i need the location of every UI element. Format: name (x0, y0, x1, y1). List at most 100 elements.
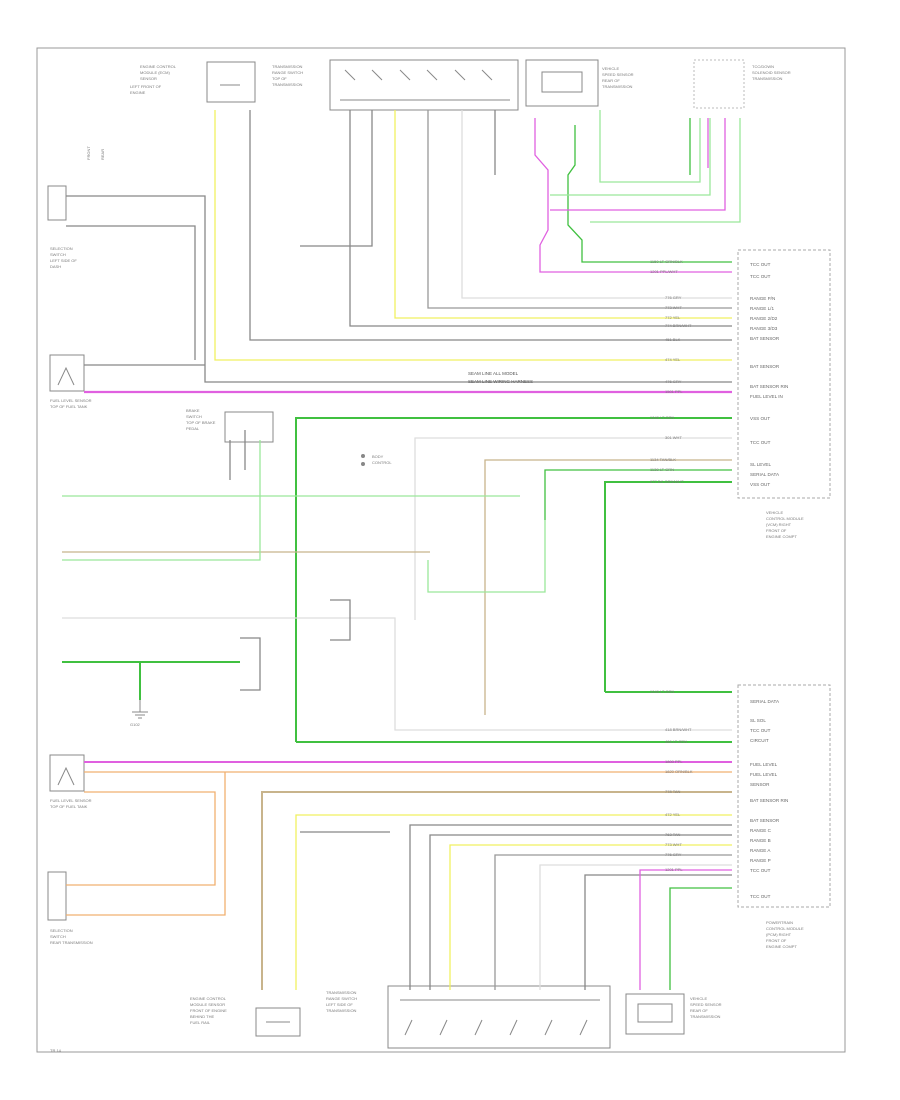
svg-text:CONTROL MODULE: CONTROL MODULE (766, 516, 804, 521)
fuel-level-sensor-bottom: FUEL LEVEL SENSOR TOP OF FUEL TANK (49, 754, 92, 809)
svg-text:PEDAL: PEDAL (186, 426, 200, 431)
svg-text:BAT SENSOR: BAT SENSOR (750, 336, 780, 341)
svg-text:BODY: BODY (372, 454, 384, 459)
svg-text:BRAKE: BRAKE (186, 408, 200, 413)
svg-text:RANGE SWITCH: RANGE SWITCH (326, 996, 357, 1001)
svg-text:SERIAL DATA: SERIAL DATA (750, 699, 780, 704)
svg-text:ENGINE CONTROL: ENGINE CONTROL (190, 996, 227, 1001)
svg-text:1820 ORN/BLK: 1820 ORN/BLK (665, 769, 693, 774)
svg-text:476 GRY: 476 GRY (665, 379, 682, 384)
svg-text:774 BRN/WHT: 774 BRN/WHT (665, 323, 692, 328)
svg-text:VEHICLE: VEHICLE (766, 510, 783, 515)
svg-text:MODULE (ECM): MODULE (ECM) (140, 70, 170, 75)
svg-text:RANGE 2/D2: RANGE 2/D2 (750, 316, 778, 321)
svg-text:1049 LT GRN: 1049 LT GRN (650, 689, 674, 694)
bottom-connector-ecm: ENGINE CONTROL MODULE SENSOR FRONT OF EN… (190, 996, 301, 1037)
svg-text:TRANSMISSION: TRANSMISSION (752, 76, 783, 81)
svg-text:FRONT OF: FRONT OF (766, 528, 787, 533)
svg-text:TOP OF FUEL TANK: TOP OF FUEL TANK (50, 404, 88, 409)
top-range-switch: TRANSMISSION RANGE SWITCH TOP OF TRANSMI… (272, 59, 519, 111)
svg-text:(VCM) RIGHT: (VCM) RIGHT (766, 522, 792, 527)
svg-text:REAR OF: REAR OF (602, 78, 620, 83)
bus-label-2: SEAM LINE WIRING HARNESS (468, 379, 533, 384)
svg-text:ENGINE COMPT: ENGINE COMPT (766, 534, 797, 539)
selection-switch-bottom: SELECTION SWITCH REAR TRANSMISSION (47, 871, 93, 945)
svg-text:BAT SENSOR: BAT SENSOR (750, 818, 780, 823)
footer-tag: TR 14 (50, 1048, 62, 1053)
svg-text:LEFT FRONT OF: LEFT FRONT OF (130, 84, 162, 89)
svg-text:1134 TAN/BLK: 1134 TAN/BLK (650, 457, 676, 462)
svg-text:CIRCUIT: CIRCUIT (750, 738, 769, 743)
svg-text:FUEL LEVEL: FUEL LEVEL (750, 772, 778, 777)
fuel-level-sensor-top: FUEL LEVEL SENSOR TOP OF FUEL TANK (49, 354, 92, 409)
svg-text:TCC OUT: TCC OUT (750, 728, 771, 733)
svg-text:POWERTRAIN: POWERTRAIN (766, 920, 793, 925)
svg-text:474 YEL: 474 YEL (665, 357, 681, 362)
tcm-right-connector: SERIAL DATA SL SOL TCC OUT CIRCUIT FUEL … (737, 684, 831, 949)
svg-text:776 GRY: 776 GRY (665, 852, 682, 857)
svg-text:FUEL LEVEL SENSOR: FUEL LEVEL SENSOR (50, 798, 92, 803)
svg-text:RANGE P/N: RANGE P/N (750, 296, 775, 301)
svg-text:1201 PPL: 1201 PPL (665, 867, 683, 872)
bottom-range-switch: TRANSMISSION RANGE SWITCH LEFT SIDE OF T… (326, 985, 611, 1049)
svg-text:SENSOR: SENSOR (140, 76, 157, 81)
brake-switch: BRAKE SWITCH TOP OF BRAKE PEDAL BODY CON… (186, 408, 392, 466)
svg-text:FUEL LEVEL SENSOR: FUEL LEVEL SENSOR (50, 398, 92, 403)
svg-text:ENGINE COMPT: ENGINE COMPT (766, 944, 797, 949)
svg-text:FRONT OF ENGINE: FRONT OF ENGINE (190, 1008, 227, 1013)
svg-text:VSS OUT: VSS OUT (750, 482, 770, 487)
svg-text:776 GRY: 776 GRY (665, 295, 682, 300)
svg-text:763 TAN: 763 TAN (665, 832, 681, 837)
svg-text:ENGINE CONTROL: ENGINE CONTROL (140, 64, 177, 69)
svg-text:TCC OUT: TCC OUT (750, 262, 771, 267)
svg-text:TRANSMISSION: TRANSMISSION (326, 1008, 357, 1013)
svg-text:LEFT SIDE OF: LEFT SIDE OF (326, 1002, 353, 1007)
svg-text:VSS OUT: VSS OUT (750, 416, 770, 421)
svg-text:TCC OUT: TCC OUT (750, 440, 771, 445)
svg-text:SERIAL DATA: SERIAL DATA (750, 472, 780, 477)
svg-text:RANGE B: RANGE B (750, 838, 771, 843)
selection-switch-top: SELECTION SWITCH LEFT SIDE OF DASH FRONT… (47, 146, 105, 269)
svg-text:TRANSMISSION: TRANSMISSION (690, 1014, 721, 1019)
svg-text:773 WHT: 773 WHT (665, 842, 682, 847)
svg-text:486 LT GRN: 486 LT GRN (665, 739, 687, 744)
svg-text:TRANSMISSION: TRANSMISSION (326, 990, 357, 995)
svg-text:472 YEL: 472 YEL (665, 812, 681, 817)
svg-text:FUEL LEVEL IN: FUEL LEVEL IN (750, 394, 783, 399)
svg-text:TRANSMISSION: TRANSMISSION (272, 82, 303, 87)
svg-text:SELECTION: SELECTION (50, 246, 73, 251)
svg-text:772 YEL: 772 YEL (665, 315, 681, 320)
svg-text:1501 PPL: 1501 PPL (665, 389, 683, 394)
svg-text:TCC OUT: TCC OUT (750, 868, 771, 873)
bottom-vss: VEHICLE SPEED SENSOR REAR OF TRANSMISSIO… (625, 993, 722, 1035)
svg-text:RANGE P: RANGE P (750, 858, 771, 863)
bus-label-1: SEAM LINE ALL MODEL (468, 371, 519, 376)
svg-text:CONTROL: CONTROL (372, 460, 392, 465)
top-tcc: TCC/DOWN SOLENOID SENSOR TRANSMISSION (693, 59, 791, 109)
svg-text:SOLENOID SENSOR: SOLENOID SENSOR (752, 70, 791, 75)
svg-text:TOP OF BRAKE: TOP OF BRAKE (186, 420, 216, 425)
svg-text:DASH: DASH (50, 264, 61, 269)
top-vss: VEHICLE SPEED SENSOR REAR OF TRANSMISSIO… (525, 59, 634, 107)
svg-text:SWITCH: SWITCH (50, 934, 66, 939)
svg-text:BAT SENSOR RIN: BAT SENSOR RIN (750, 798, 788, 803)
svg-text:451 BLK: 451 BLK (665, 337, 681, 342)
svg-text:MODULE SENSOR: MODULE SENSOR (190, 1002, 225, 1007)
svg-text:SL LEVEL: SL LEVEL (750, 462, 771, 467)
svg-text:FRONT: FRONT (86, 146, 91, 160)
wires-lower (66, 761, 732, 990)
svg-text:RANGE A: RANGE A (750, 848, 771, 853)
ground-label: G102 (130, 722, 141, 727)
svg-text:VEHICLE: VEHICLE (690, 996, 707, 1001)
svg-text:REAR OF: REAR OF (690, 1008, 708, 1013)
svg-text:CONTROL MODULE: CONTROL MODULE (766, 926, 804, 931)
svg-text:1201 PPL/WHT: 1201 PPL/WHT (650, 269, 678, 274)
svg-text:BEHIND THE: BEHIND THE (190, 1014, 214, 1019)
wires-upper (62, 110, 741, 743)
svg-text:RANGE L/1: RANGE L/1 (750, 306, 774, 311)
svg-text:SPEED SENSOR: SPEED SENSOR (602, 72, 634, 77)
diagram-frame (36, 47, 846, 1053)
svg-text:1800 PPL: 1800 PPL (665, 759, 683, 764)
svg-text:BAT SENSOR RIN: BAT SENSOR RIN (750, 384, 788, 389)
svg-text:TCC OUT: TCC OUT (750, 274, 771, 279)
